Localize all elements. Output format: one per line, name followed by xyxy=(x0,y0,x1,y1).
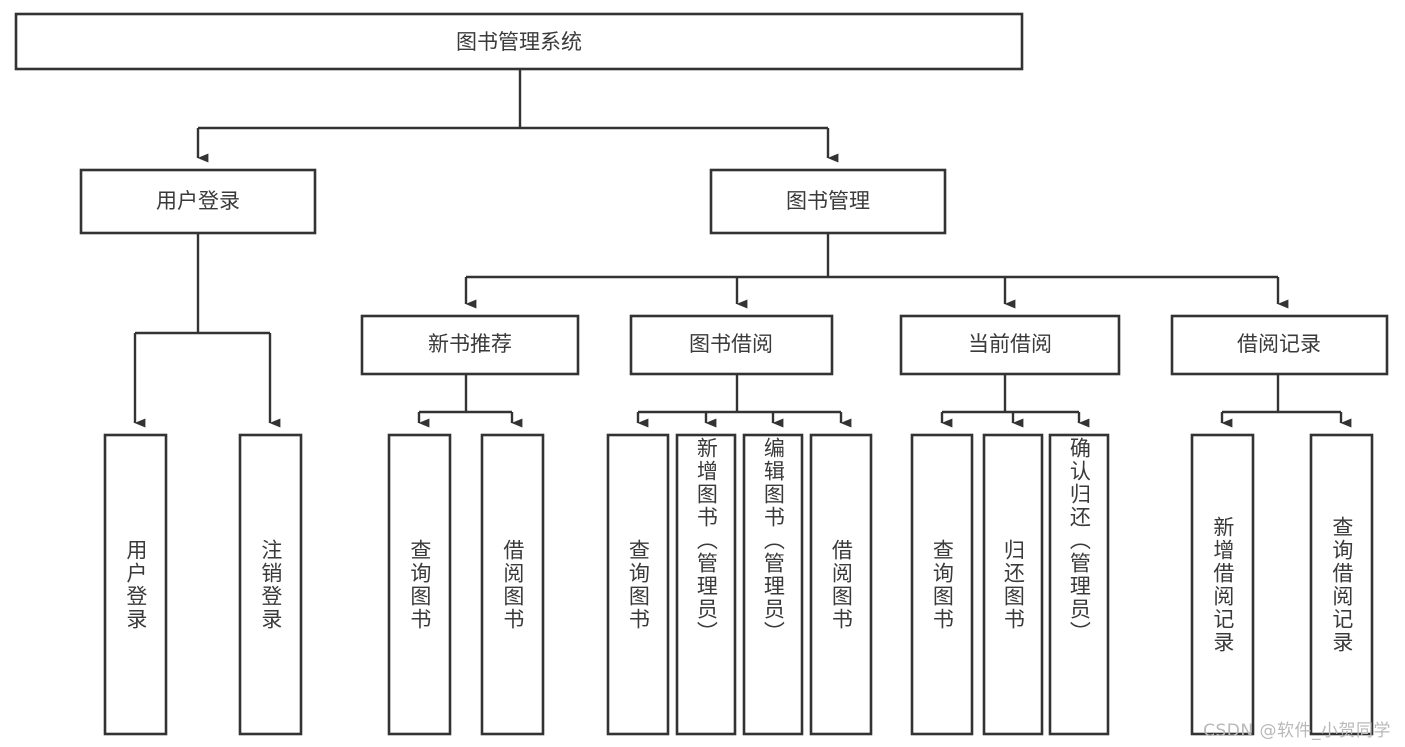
node-book-management-box[interactable] xyxy=(709,168,947,235)
node-book-management[interactable]: 图书管理 xyxy=(709,168,947,235)
leaf-box-return-book[interactable] xyxy=(982,433,1044,736)
node-book-borrow-label: 图书借阅 xyxy=(689,332,773,356)
node-book-management-label: 图书管理 xyxy=(786,189,870,213)
leaf-box-add-borrow-record[interactable] xyxy=(1190,433,1255,736)
connector-group-current-borrow xyxy=(940,374,1090,428)
leaf-box-borrow-book[interactable] xyxy=(809,433,873,736)
node-current-borrow-label: 当前借阅 xyxy=(968,332,1052,356)
leaf-box-edit-book-admin[interactable] xyxy=(742,433,804,736)
node-book-borrow[interactable]: 图书借阅 xyxy=(629,314,834,376)
leaf-box-query-borrow-record[interactable] xyxy=(1309,433,1374,736)
node-book-borrow-box[interactable] xyxy=(629,314,834,376)
connector-group-book-mgmt xyxy=(464,233,1289,309)
leaf-box-confirm-return-admin[interactable] xyxy=(1048,433,1110,736)
node-root-label: 图书管理系统 xyxy=(456,30,582,54)
connector-group-user-login xyxy=(133,233,281,428)
leaf-box-query-book-borrow[interactable] xyxy=(606,433,670,736)
node-current-borrow-box[interactable] xyxy=(899,314,1121,376)
node-root-box[interactable] xyxy=(14,12,1024,71)
node-new-book-recommend[interactable]: 新书推荐 xyxy=(360,314,580,376)
leaf-box-user-login[interactable] xyxy=(103,433,168,736)
node-borrow-records-label: 借阅记录 xyxy=(1237,332,1321,356)
connector-group-root xyxy=(196,69,839,163)
node-borrow-records-box[interactable] xyxy=(1170,314,1389,376)
node-user-login-box[interactable] xyxy=(79,168,317,235)
leaf-box-borrow-book-recommend[interactable] xyxy=(480,433,545,736)
node-new-book-recommend-label: 新书推荐 xyxy=(428,332,512,356)
node-new-book-recommend-box[interactable] xyxy=(360,314,580,376)
csdn-watermark: CSDN @软件_小贺同学 xyxy=(1203,721,1391,741)
leaf-box-logout-login[interactable] xyxy=(238,433,303,736)
connector-group-new-books xyxy=(417,374,523,428)
leaf-box-add-book-admin[interactable] xyxy=(675,433,737,736)
node-user-login-label: 用户登录 xyxy=(156,189,240,213)
leaf-box-query-book-current[interactable] xyxy=(910,433,974,736)
node-root[interactable]: 图书管理系统 xyxy=(14,12,1024,71)
node-borrow-records[interactable]: 借阅记录 xyxy=(1170,314,1389,376)
node-user-login[interactable]: 用户登录 xyxy=(79,168,317,235)
connector-group-records xyxy=(1220,374,1352,428)
leaf-box-query-book-recommend[interactable] xyxy=(387,433,452,736)
leaf-node-group xyxy=(103,433,1374,736)
connector-group-borrow xyxy=(636,374,852,428)
node-current-borrow[interactable]: 当前借阅 xyxy=(899,314,1121,376)
